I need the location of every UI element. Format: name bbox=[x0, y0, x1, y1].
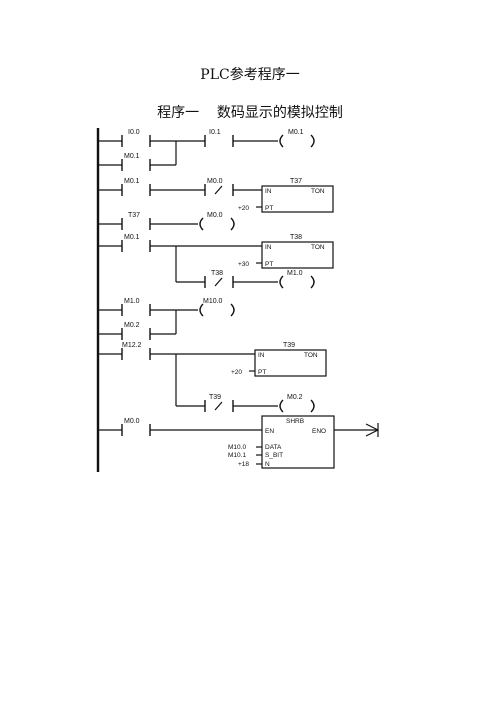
label-m12-2: M12.2 bbox=[122, 342, 142, 349]
contact-m0-1-r2: M0.1 bbox=[121, 178, 151, 196]
label-m1-0: M1.0 bbox=[124, 298, 140, 305]
shrb-n-value: +18 bbox=[238, 461, 249, 468]
rung-5: M1.0 M10.0 M0.2 bbox=[98, 298, 235, 340]
label-i0-1: I0.1 bbox=[209, 129, 221, 136]
section-title: 程序一 数码显示的模拟控制 bbox=[157, 105, 343, 121]
label-m0-1-latch: M0.1 bbox=[124, 153, 140, 160]
label-m0-1-r2: M0.1 bbox=[124, 178, 140, 185]
rung-4: M0.1 T38 IN TON PT +30 T38 M1.0 bbox=[98, 234, 334, 289]
timer-t37-in: IN bbox=[265, 188, 272, 195]
coil-m0-0: M0.0 bbox=[199, 212, 235, 231]
rung-2: M0.1 M0.0 T37 IN TON PT +20 bbox=[98, 178, 334, 213]
timer-t39-in: IN bbox=[258, 352, 265, 359]
label-coil-m0-1: M0.1 bbox=[288, 129, 304, 136]
contact-m12-2: M12.2 bbox=[121, 342, 151, 360]
label-coil-m0-2: M0.2 bbox=[287, 394, 303, 401]
coil-m0-2: M0.2 bbox=[279, 394, 315, 413]
timer-t38: T38 IN TON PT +30 bbox=[238, 234, 334, 269]
label-coil-m10-0: M10.0 bbox=[203, 298, 223, 305]
label-t37: T37 bbox=[128, 212, 140, 219]
timer-t39-pt: PT bbox=[258, 369, 266, 376]
label-coil-m0-0: M0.0 bbox=[207, 212, 223, 219]
shrb-s-bit: S_BIT bbox=[265, 452, 283, 459]
contact-t38-nc: T38 bbox=[204, 270, 234, 288]
label-coil-m1-0: M1.0 bbox=[287, 270, 303, 277]
timer-t37-preset: +20 bbox=[238, 205, 249, 212]
label-m0-1-r4: M0.1 bbox=[124, 234, 140, 241]
timer-t39: T39 IN TON PT +20 bbox=[231, 342, 327, 377]
timer-t38-pt: PT bbox=[265, 261, 273, 268]
contact-m0-1-latch: M0.1 bbox=[121, 153, 151, 171]
timer-t38-type: TON bbox=[311, 244, 325, 251]
timer-t38-preset: +30 bbox=[238, 261, 249, 268]
contact-t37: T37 bbox=[121, 212, 151, 230]
rung-1: I0.0 I0.1 M0.1 M0.1 bbox=[98, 129, 315, 171]
contact-m0-2: M0.2 bbox=[121, 322, 151, 340]
contact-i0-0: I0.0 bbox=[121, 129, 151, 147]
label-i0-0: I0.0 bbox=[128, 129, 140, 136]
shrb-block: SHRB EN ENO DATA S_BIT N M10.0 M10.1 +18 bbox=[228, 415, 335, 469]
rung-7: M0.0 SHRB EN ENO DATA S_BIT N M10.0 M10.… bbox=[98, 415, 379, 469]
coil-m0-1: M0.1 bbox=[279, 129, 315, 148]
shrb-n: N bbox=[265, 461, 270, 468]
timer-t37: T37 IN TON PT +20 bbox=[238, 178, 334, 213]
label-m0-2: M0.2 bbox=[124, 322, 140, 329]
shrb-data: DATA bbox=[265, 444, 282, 451]
timer-t37-name: T37 bbox=[290, 178, 302, 185]
timer-t39-type: TON bbox=[304, 352, 318, 359]
label-t38-nc: T38 bbox=[211, 270, 223, 277]
coil-m1-0: M1.0 bbox=[279, 270, 315, 289]
shrb-s-bit-value: M10.1 bbox=[228, 452, 246, 459]
timer-t38-name: T38 bbox=[290, 234, 302, 241]
label-m0-0-nc: M0.0 bbox=[207, 178, 223, 185]
shrb-data-value: M10.0 bbox=[228, 444, 246, 451]
contact-i0-1: I0.1 bbox=[204, 129, 234, 147]
contact-m0-0-nc: M0.0 bbox=[204, 178, 234, 196]
contact-m1-0: M1.0 bbox=[121, 298, 151, 316]
coil-m10-0: M10.0 bbox=[199, 298, 235, 317]
shrb-eno: ENO bbox=[312, 428, 326, 435]
label-m0-0-r7: M0.0 bbox=[124, 418, 140, 425]
label-t39-nc: T39 bbox=[209, 394, 221, 401]
contact-m0-1-r4: M0.1 bbox=[121, 234, 151, 252]
document-title: PLC参考程序一 bbox=[200, 67, 300, 83]
rung-3: T37 M0.0 bbox=[98, 212, 235, 231]
rung-6: M12.2 T39 IN TON PT +20 T39 M0.2 bbox=[98, 342, 327, 413]
timer-t37-type: TON bbox=[311, 188, 325, 195]
timer-t37-pt: PT bbox=[265, 205, 273, 212]
timer-t38-in: IN bbox=[265, 244, 272, 251]
contact-t39-nc: T39 bbox=[204, 394, 234, 412]
timer-t39-name: T39 bbox=[283, 342, 295, 349]
timer-t39-preset: +20 bbox=[231, 369, 242, 376]
contact-m0-0-r7: M0.0 bbox=[121, 418, 151, 436]
output-arrow-icon bbox=[365, 423, 379, 437]
shrb-name: SHRB bbox=[286, 418, 304, 425]
shrb-en: EN bbox=[265, 428, 274, 435]
